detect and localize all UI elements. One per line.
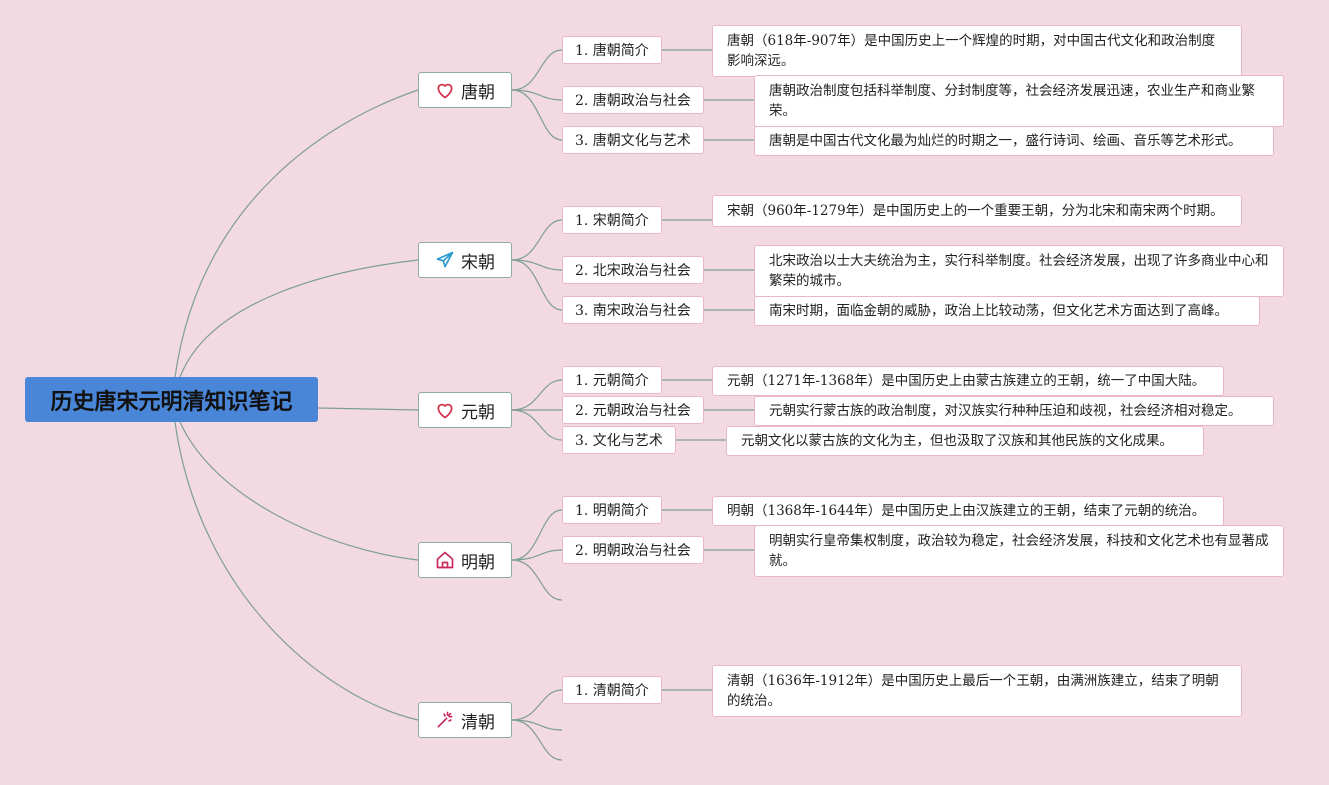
branch-qing[interactable]: 清朝 (418, 702, 512, 738)
branch-tang[interactable]: 唐朝 (418, 72, 512, 108)
note-ming-politics: 明朝实行皇帝集权制度，政治较为稳定，社会经济发展，科技和文化艺术也有显著成就。 (754, 525, 1284, 577)
note-tang-politics: 唐朝政治制度包括科举制度、分封制度等，社会经济发展迅速，农业生产和商业繁荣。 (754, 75, 1284, 127)
topic-label: 2. 明朝政治与社会 (575, 543, 691, 559)
topic-label: 2. 唐朝政治与社会 (575, 93, 691, 109)
home-icon (436, 551, 454, 569)
topic-ming-intro[interactable]: 1. 明朝简介 (562, 496, 662, 524)
topic-label: 2. 北宋政治与社会 (575, 263, 691, 279)
heart-icon (437, 83, 453, 99)
note-tang-culture: 唐朝是中国古代文化最为灿烂的时期之一，盛行诗词、绘画、音乐等艺术形式。 (754, 126, 1274, 156)
topic-label: 1. 清朝简介 (575, 683, 649, 699)
branch-ming[interactable]: 明朝 (418, 542, 512, 578)
topic-tang-culture[interactable]: 3. 唐朝文化与艺术 (562, 126, 704, 154)
magic-wand-icon (437, 711, 453, 728)
topic-label: 2. 元朝政治与社会 (575, 403, 691, 419)
topic-ming-politics[interactable]: 2. 明朝政治与社会 (562, 536, 704, 564)
topic-label: 1. 唐朝简介 (575, 43, 649, 59)
branch-label: 明朝 (461, 552, 495, 573)
topic-tang-politics[interactable]: 2. 唐朝政治与社会 (562, 86, 704, 114)
topic-song-intro[interactable]: 1. 宋朝简介 (562, 206, 662, 234)
topic-label: 1. 宋朝简介 (575, 213, 649, 229)
topic-qing-intro[interactable]: 1. 清朝简介 (562, 676, 662, 704)
branch-label: 唐朝 (461, 82, 495, 103)
branch-song[interactable]: 宋朝 (418, 242, 512, 278)
branch-label: 宋朝 (461, 252, 495, 273)
heart-icon (437, 403, 453, 419)
branch-label: 清朝 (461, 712, 495, 733)
topic-label: 3. 文化与艺术 (575, 433, 663, 449)
topic-yuan-culture[interactable]: 3. 文化与艺术 (562, 426, 676, 454)
topic-south-song[interactable]: 3. 南宋政治与社会 (562, 296, 704, 324)
topic-label: 1. 明朝简介 (575, 503, 649, 519)
branch-yuan[interactable]: 元朝 (418, 392, 512, 428)
topic-tang-intro[interactable]: 1. 唐朝简介 (562, 36, 662, 64)
topic-north-song[interactable]: 2. 北宋政治与社会 (562, 256, 704, 284)
note-song-intro: 宋朝（960年-1279年）是中国历史上的一个重要王朝，分为北宋和南宋两个时期。 (712, 195, 1242, 227)
topic-yuan-intro[interactable]: 1. 元朝简介 (562, 366, 662, 394)
note-south-song: 南宋时期，面临金朝的威胁，政治上比较动荡，但文化艺术方面达到了高峰。 (754, 296, 1260, 326)
note-qing-intro: 清朝（1636年-1912年）是中国历史上最后一个王朝，由满洲族建立，结束了明朝… (712, 665, 1242, 717)
topic-label: 3. 唐朝文化与艺术 (575, 133, 691, 149)
topic-label: 1. 元朝简介 (575, 373, 649, 389)
note-yuan-culture: 元朝文化以蒙古族的文化为主，但也汲取了汉族和其他民族的文化成果。 (726, 426, 1204, 456)
note-north-song: 北宋政治以士大夫统治为主，实行科举制度。社会经济发展，出现了许多商业中心和繁荣的… (754, 245, 1284, 297)
note-ming-intro: 明朝（1368年-1644年）是中国历史上由汉族建立的王朝，结束了元朝的统治。 (712, 496, 1224, 526)
branch-label: 元朝 (461, 402, 495, 423)
paper-plane-icon (436, 251, 454, 268)
topic-yuan-politics[interactable]: 2. 元朝政治与社会 (562, 396, 704, 424)
note-tang-intro: 唐朝（618年-907年）是中国历史上一个辉煌的时期，对中国古代文化和政治制度影… (712, 25, 1242, 77)
note-yuan-politics: 元朝实行蒙古族的政治制度，对汉族实行种种压迫和歧视，社会经济相对稳定。 (754, 396, 1274, 426)
root-topic[interactable]: 历史唐宋元明清知识笔记 (25, 377, 318, 422)
note-yuan-intro: 元朝（1271年-1368年）是中国历史上由蒙古族建立的王朝，统一了中国大陆。 (712, 366, 1224, 396)
topic-label: 3. 南宋政治与社会 (575, 303, 691, 319)
